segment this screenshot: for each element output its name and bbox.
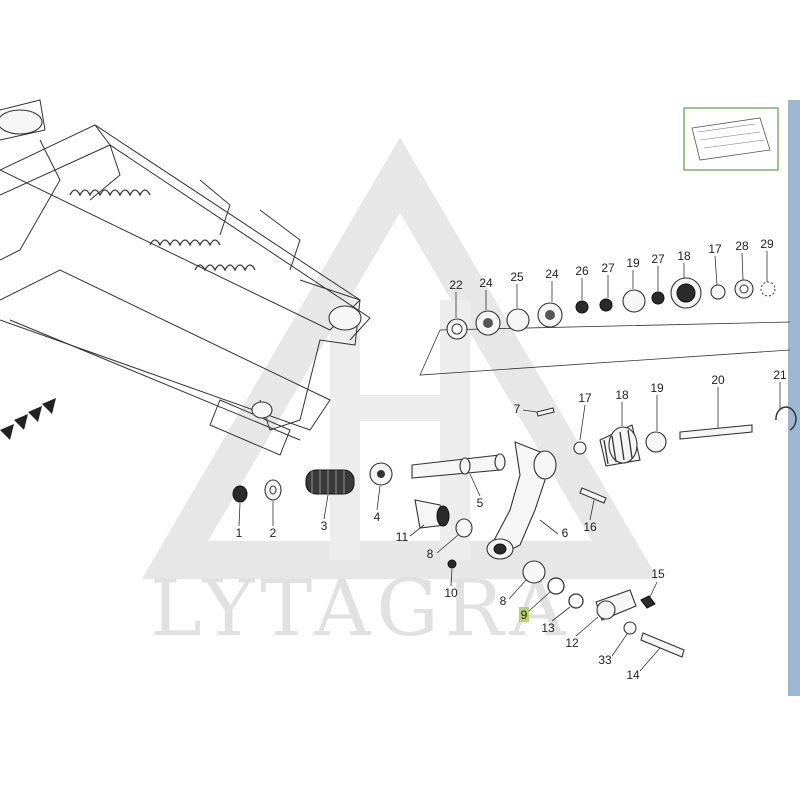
part-10-nut[interactable] [447,559,457,569]
part-18-boot-b[interactable] [599,424,641,467]
part-25-bushing[interactable] [506,308,530,332]
top-row-parts [446,277,776,340]
part-19-clamp[interactable] [622,289,646,313]
callout-2[interactable]: 2 [270,526,277,540]
callout-24[interactable]: 24 [479,276,493,290]
callout-11[interactable]: 11 [396,530,409,544]
callout-10[interactable]: 10 [444,586,458,600]
part-12-plate[interactable] [595,589,637,621]
callout-17[interactable]: 17 [708,242,722,256]
callout-25[interactable]: 25 [510,270,524,284]
inset-thumbnail[interactable] [683,107,779,171]
callout-28[interactable]: 28 [735,239,749,253]
part-15-nut[interactable] [640,595,656,609]
part-8-bushing[interactable] [455,518,473,538]
part-27-nut[interactable] [599,298,613,312]
callout-29[interactable]: 29 [760,237,774,251]
callout-13[interactable]: 13 [541,621,555,635]
part-19-clamp-b[interactable] [645,431,667,453]
right-sidebar[interactable] [788,100,800,696]
callout-4[interactable]: 4 [374,510,381,524]
middle-row-parts [232,406,797,658]
part-9-ring[interactable] [547,577,565,595]
callout-18-b[interactable]: 18 [615,388,629,402]
part-5-shaft[interactable] [411,453,506,479]
callout-24-b[interactable]: 24 [545,267,559,281]
callout-33[interactable]: 33 [598,653,612,667]
part-27-nut-b[interactable] [651,291,665,305]
part-8-bushing-b[interactable] [522,560,546,584]
callout-26[interactable]: 26 [575,264,589,278]
callout-9[interactable]: 9 [521,608,528,622]
part-17-clip[interactable] [710,284,726,300]
callout-8[interactable]: 8 [427,547,434,561]
callout-27-b[interactable]: 27 [651,252,665,266]
watermark-text: LYTAGRA [150,564,572,654]
callout-3[interactable]: 3 [321,519,328,533]
part-21-ring[interactable] [775,406,797,431]
part-13-ring[interactable] [568,593,584,609]
callout-20[interactable]: 20 [711,373,725,387]
callout-27[interactable]: 27 [601,261,615,275]
highlight-marker [519,607,529,622]
part-4-bushing[interactable] [369,462,393,486]
callout-19[interactable]: 19 [626,256,640,270]
part-29-ring[interactable] [760,281,776,297]
frame-assembly [0,99,371,456]
part-1-nut[interactable] [232,485,248,503]
callout-22[interactable]: 22 [449,278,463,292]
part-3-spring[interactable] [305,469,355,495]
part-7-bolt[interactable] [536,407,555,417]
direction-arrow-icon [0,398,56,440]
callout-8-b[interactable]: 8 [500,594,507,608]
top-row-callouts: 22 24 25 24 26 27 19 27 18 17 28 29 [449,237,774,318]
callout-1[interactable]: 1 [236,526,243,540]
callout-16[interactable]: 16 [583,520,597,534]
part-33-washer[interactable] [623,621,637,635]
callout-12[interactable]: 12 [565,636,579,650]
watermark: LYTAGRA [141,137,659,654]
callout-17-b[interactable]: 17 [578,391,592,405]
part-17-clip-b[interactable] [573,441,587,455]
part-20-shaft[interactable] [679,424,753,440]
callout-6[interactable]: 6 [562,526,569,540]
callout-14[interactable]: 14 [626,668,640,682]
callout-5[interactable]: 5 [477,496,484,510]
callout-19-b[interactable]: 19 [650,381,664,395]
part-6-arm[interactable] [486,441,557,560]
part-16-pin[interactable] [579,487,607,504]
part-11-pivot[interactable] [414,499,450,529]
part-26-nut[interactable] [575,300,589,314]
callout-18[interactable]: 18 [677,249,691,263]
part-14-bolt[interactable] [640,632,685,658]
middle-row-callouts: 7 17 18 19 20 21 1 2 3 4 5 6 16 11 8 10 … [236,368,787,682]
callout-21[interactable]: 21 [773,368,787,382]
callout-15[interactable]: 15 [651,567,665,581]
callout-7[interactable]: 7 [514,402,521,416]
